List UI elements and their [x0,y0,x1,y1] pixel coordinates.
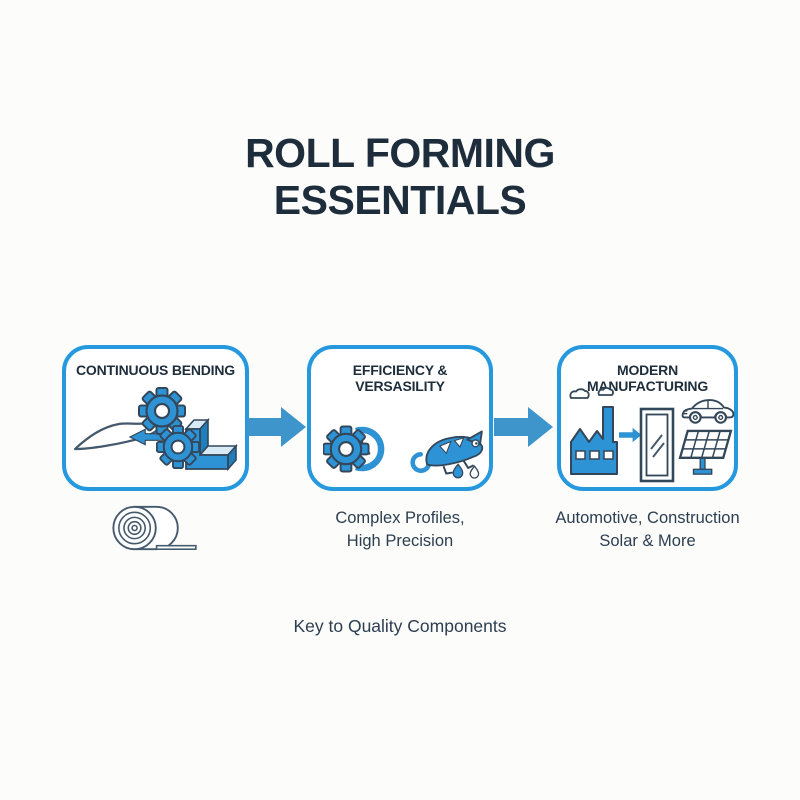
gear-clock-icon [323,425,385,473]
caption-manufacturing: Automotive, Construction Solar & More [552,507,743,553]
step-heading: CONTINUOUS BENDING [76,362,235,378]
steel-coil-icon [112,505,197,551]
caption-efficiency: Complex Profiles, High Precision [307,507,493,553]
footer-tagline: Key to Quality Components [293,616,507,636]
connector-arrow-icon [494,407,553,447]
connector-arrow-icon [247,407,306,447]
step-box-continuous-bending: CONTINUOUS BENDING [62,345,249,491]
page-title-line1: ROLL FORMING [245,130,555,176]
page-title: ROLL FORMING ESSENTIALS [0,130,800,224]
step-box-modern-manufacturing: MODERN MANUFACTURING [557,345,738,491]
factory-icon [569,387,618,475]
step-heading: EFFICIENCY & VERSASILITY [352,362,448,394]
chameleon-icon [410,430,484,479]
caption-line: Solar & More [599,532,696,550]
window-frame-icon [639,407,675,483]
caption-line: High Precision [346,532,454,550]
arrow-right-icon [619,427,642,443]
solar-panel-icon [678,429,733,475]
car-icon [681,399,735,424]
step-heading: MODERN MANUFACTURING [586,362,709,394]
gear-icon [156,425,200,469]
caption-line: Complex Profiles, [335,509,465,527]
page-title-line2: ESSENTIALS [273,177,527,223]
step-box-efficiency-versatility: EFFICIENCY & VERSASILITY [307,345,493,491]
caption-line: Automotive, Construction [555,509,740,527]
